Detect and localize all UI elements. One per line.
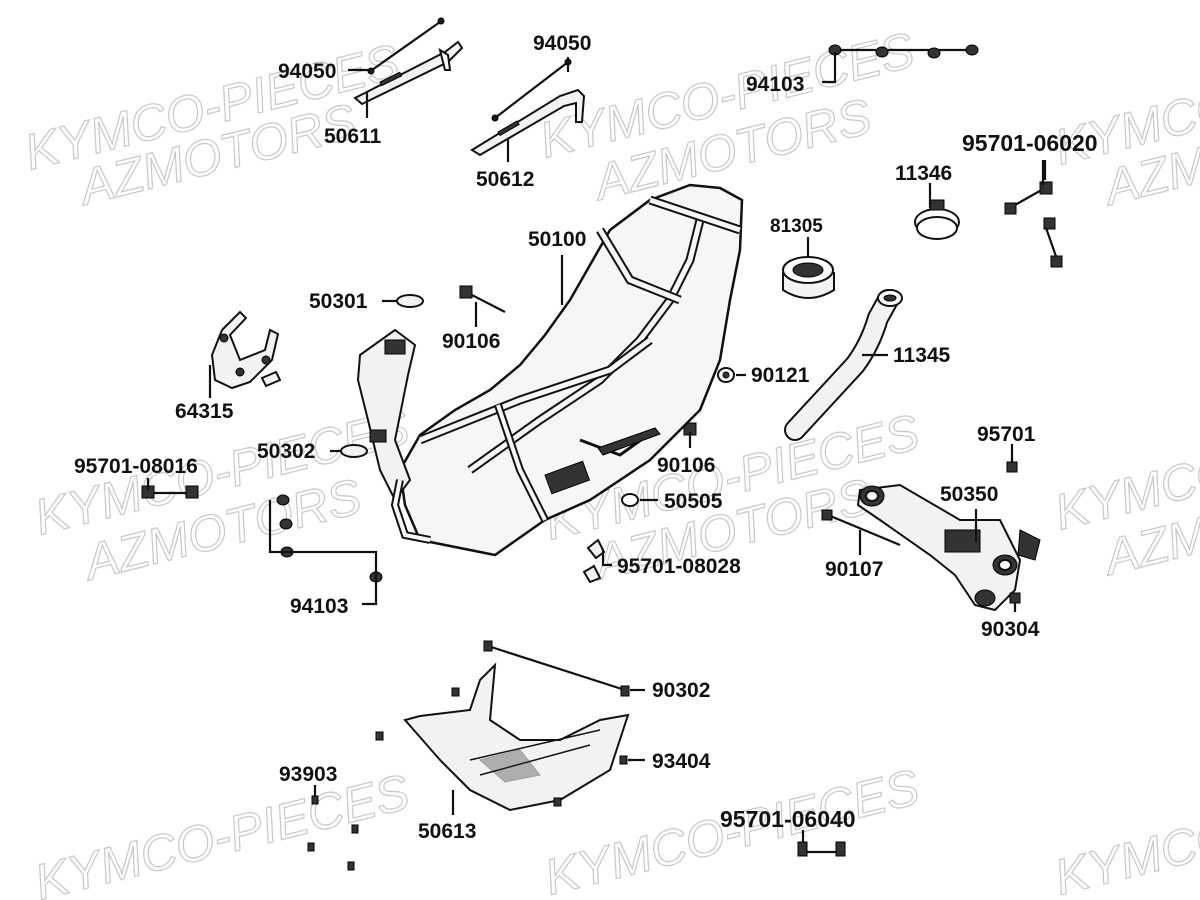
- part-label-90106-upper: 90106: [442, 330, 500, 353]
- nut-90121-drawing: [717, 367, 735, 383]
- part-label-95701-06020: 95701-06020: [962, 130, 1098, 156]
- part-label-94050-upper-left: 94050: [278, 60, 336, 83]
- sleeve-81305-drawing: [782, 256, 835, 299]
- part-label-93404: 93404: [652, 750, 711, 773]
- main-frame-50100-drawing: [356, 183, 744, 557]
- part-label-95701-08028: 95701-08028: [617, 555, 741, 578]
- rubber-50505-drawing: [621, 493, 639, 507]
- hanger-50350-drawing: [856, 483, 1041, 612]
- part-label-50100: 50100: [528, 228, 586, 251]
- strap-50612-drawing: [470, 58, 586, 157]
- part-label-90304: 90304: [981, 618, 1040, 641]
- part-label-64315: 64315: [175, 400, 234, 423]
- part-label-50611: 50611: [324, 125, 382, 148]
- part-label-93903: 93903: [279, 763, 337, 786]
- pad-50301-drawing: [396, 294, 424, 308]
- pad-50302-drawing: [340, 444, 368, 458]
- tube-11345-drawing: [784, 289, 903, 441]
- screws-93404-drawing: [375, 687, 628, 807]
- part-label-81305: 81305: [770, 216, 823, 237]
- rod-90302-drawing: [483, 640, 630, 697]
- part-label-50613: 50613: [418, 820, 476, 843]
- watermark-kymco: KYMCO-PIECES: [1049, 759, 1200, 900]
- bracket-64315-drawing: [210, 310, 282, 390]
- part-label-11345: 11345: [893, 344, 951, 367]
- part-label-90302: 90302: [652, 679, 710, 702]
- nut-90304-drawing: [1009, 592, 1021, 604]
- part-label-90121: 90121: [751, 364, 810, 387]
- part-label-50302: 50302: [257, 440, 315, 463]
- part-label-50301: 50301: [309, 290, 368, 313]
- part-label-90107: 90107: [825, 558, 883, 581]
- part-label-50612: 50612: [476, 168, 534, 191]
- under-cover-50613-drawing: [403, 662, 630, 812]
- grommets-94103-top-drawing: [828, 44, 979, 59]
- part-label-95701-06040: 95701-06040: [720, 806, 856, 832]
- part-label-94050-upper-mid: 94050: [533, 32, 591, 55]
- part-label-11346: 11346: [895, 162, 952, 185]
- part-label-50505: 50505: [664, 490, 723, 513]
- part-label-95701-08016: 95701-08016: [74, 455, 198, 478]
- bolt-90106-upper-drawing: [459, 285, 506, 313]
- part-labels: 94050 50611 94050 50612 94103 95701-0602…: [74, 32, 1098, 843]
- part-label-50350: 50350: [940, 483, 998, 506]
- bolts-95701-06020-drawing: [1004, 160, 1063, 268]
- bolts-95701-06040-drawing: [797, 841, 846, 857]
- bolts-95701-08016-drawing: [141, 485, 199, 499]
- strap-50611-drawing: [353, 17, 464, 106]
- leader-lines: [146, 52, 1045, 842]
- clamp-11346-drawing: [914, 199, 960, 240]
- part-label-94103-left: 94103: [290, 595, 348, 618]
- part-label-95701: 95701: [977, 423, 1036, 446]
- part-label-94103-top: 94103: [746, 73, 804, 96]
- part-label-90106-lower: 90106: [657, 454, 715, 477]
- bolt-90107-drawing: [821, 509, 901, 547]
